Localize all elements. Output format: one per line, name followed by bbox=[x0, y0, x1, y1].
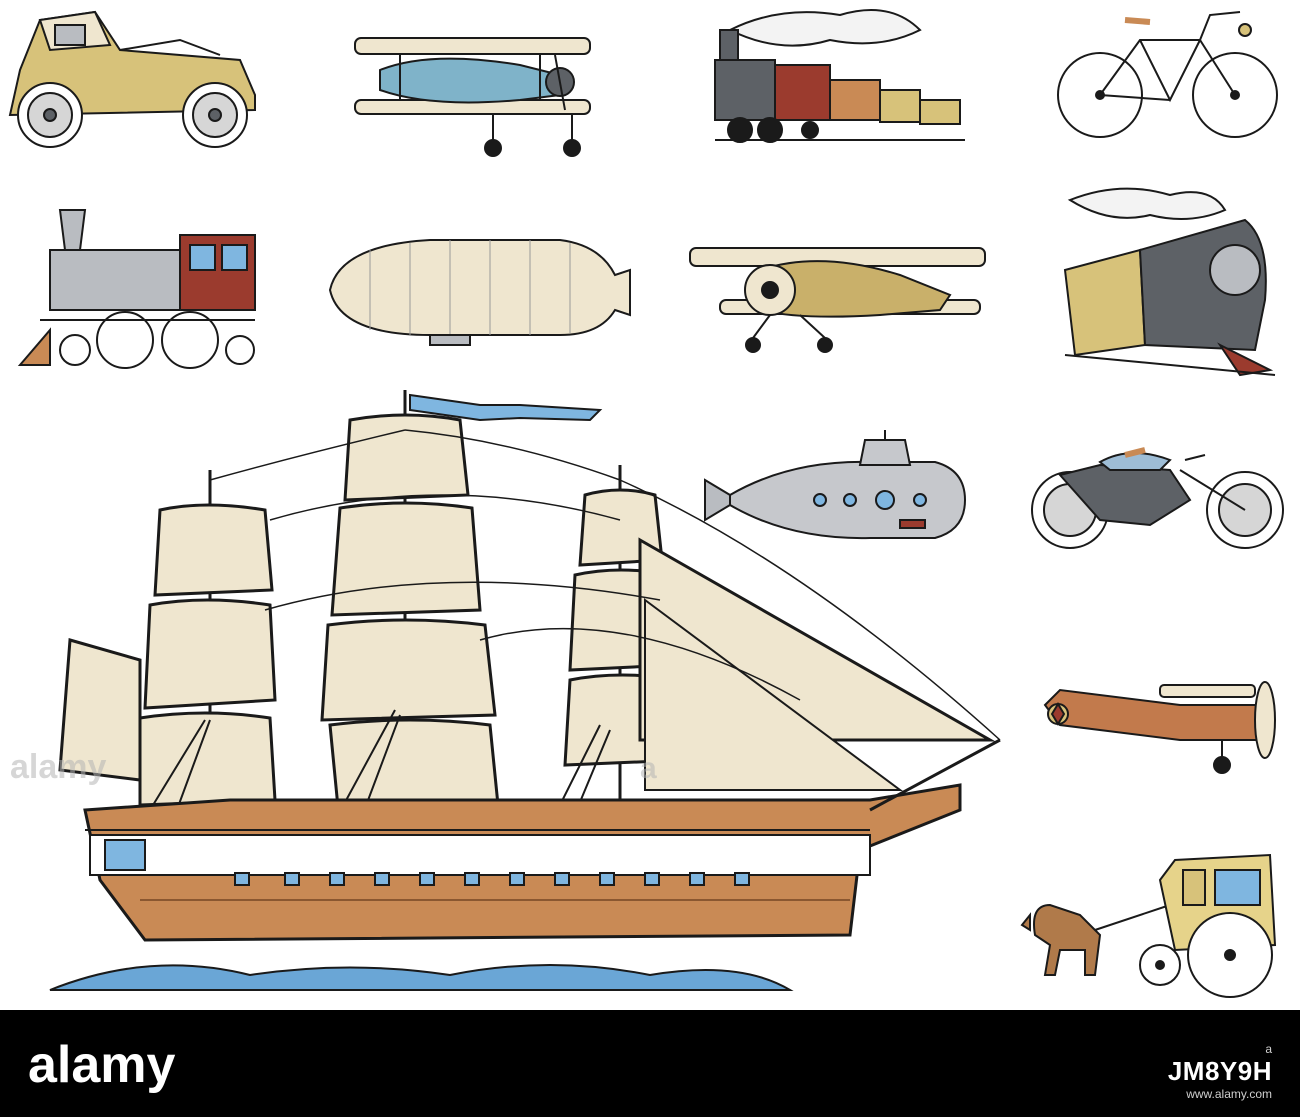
steam-locomotive-icon bbox=[17, 209, 256, 369]
bicycle-icon bbox=[1057, 11, 1278, 138]
steam-train-angled-icon bbox=[1063, 187, 1276, 377]
biplane-yellow-icon bbox=[689, 247, 986, 353]
biplane-copper-icon bbox=[1043, 681, 1276, 774]
image-id-block: a JM8Y9H www.alamy.com bbox=[1168, 1042, 1272, 1101]
biplane-blue-icon bbox=[354, 37, 591, 157]
vintage-car-icon bbox=[8, 10, 256, 148]
alamy-watermark-bar: alamy a JM8Y9H www.alamy.com bbox=[0, 1010, 1300, 1117]
sailing-ship-icon bbox=[49, 390, 1001, 991]
alamy-logo: alamy bbox=[28, 1036, 176, 1094]
zeppelin-airship-icon bbox=[328, 239, 631, 346]
submarine-icon bbox=[704, 430, 967, 540]
svg-text:alamy: alamy bbox=[28, 1036, 176, 1094]
image-id-code: JM8Y9H bbox=[1167, 1056, 1272, 1086]
horse-carriage-icon bbox=[1020, 853, 1277, 998]
faint-watermark-mid: a bbox=[640, 752, 657, 785]
alamy-url: www.alamy.com bbox=[1186, 1087, 1272, 1101]
motorcycle-icon bbox=[1031, 447, 1284, 549]
image-id-prefix: a bbox=[1265, 1042, 1272, 1056]
faint-watermark-left: alamy bbox=[10, 748, 106, 786]
vintage-transport-illustration: alamy a bbox=[8, 9, 1284, 998]
steam-train-smoke-icon bbox=[714, 9, 965, 143]
